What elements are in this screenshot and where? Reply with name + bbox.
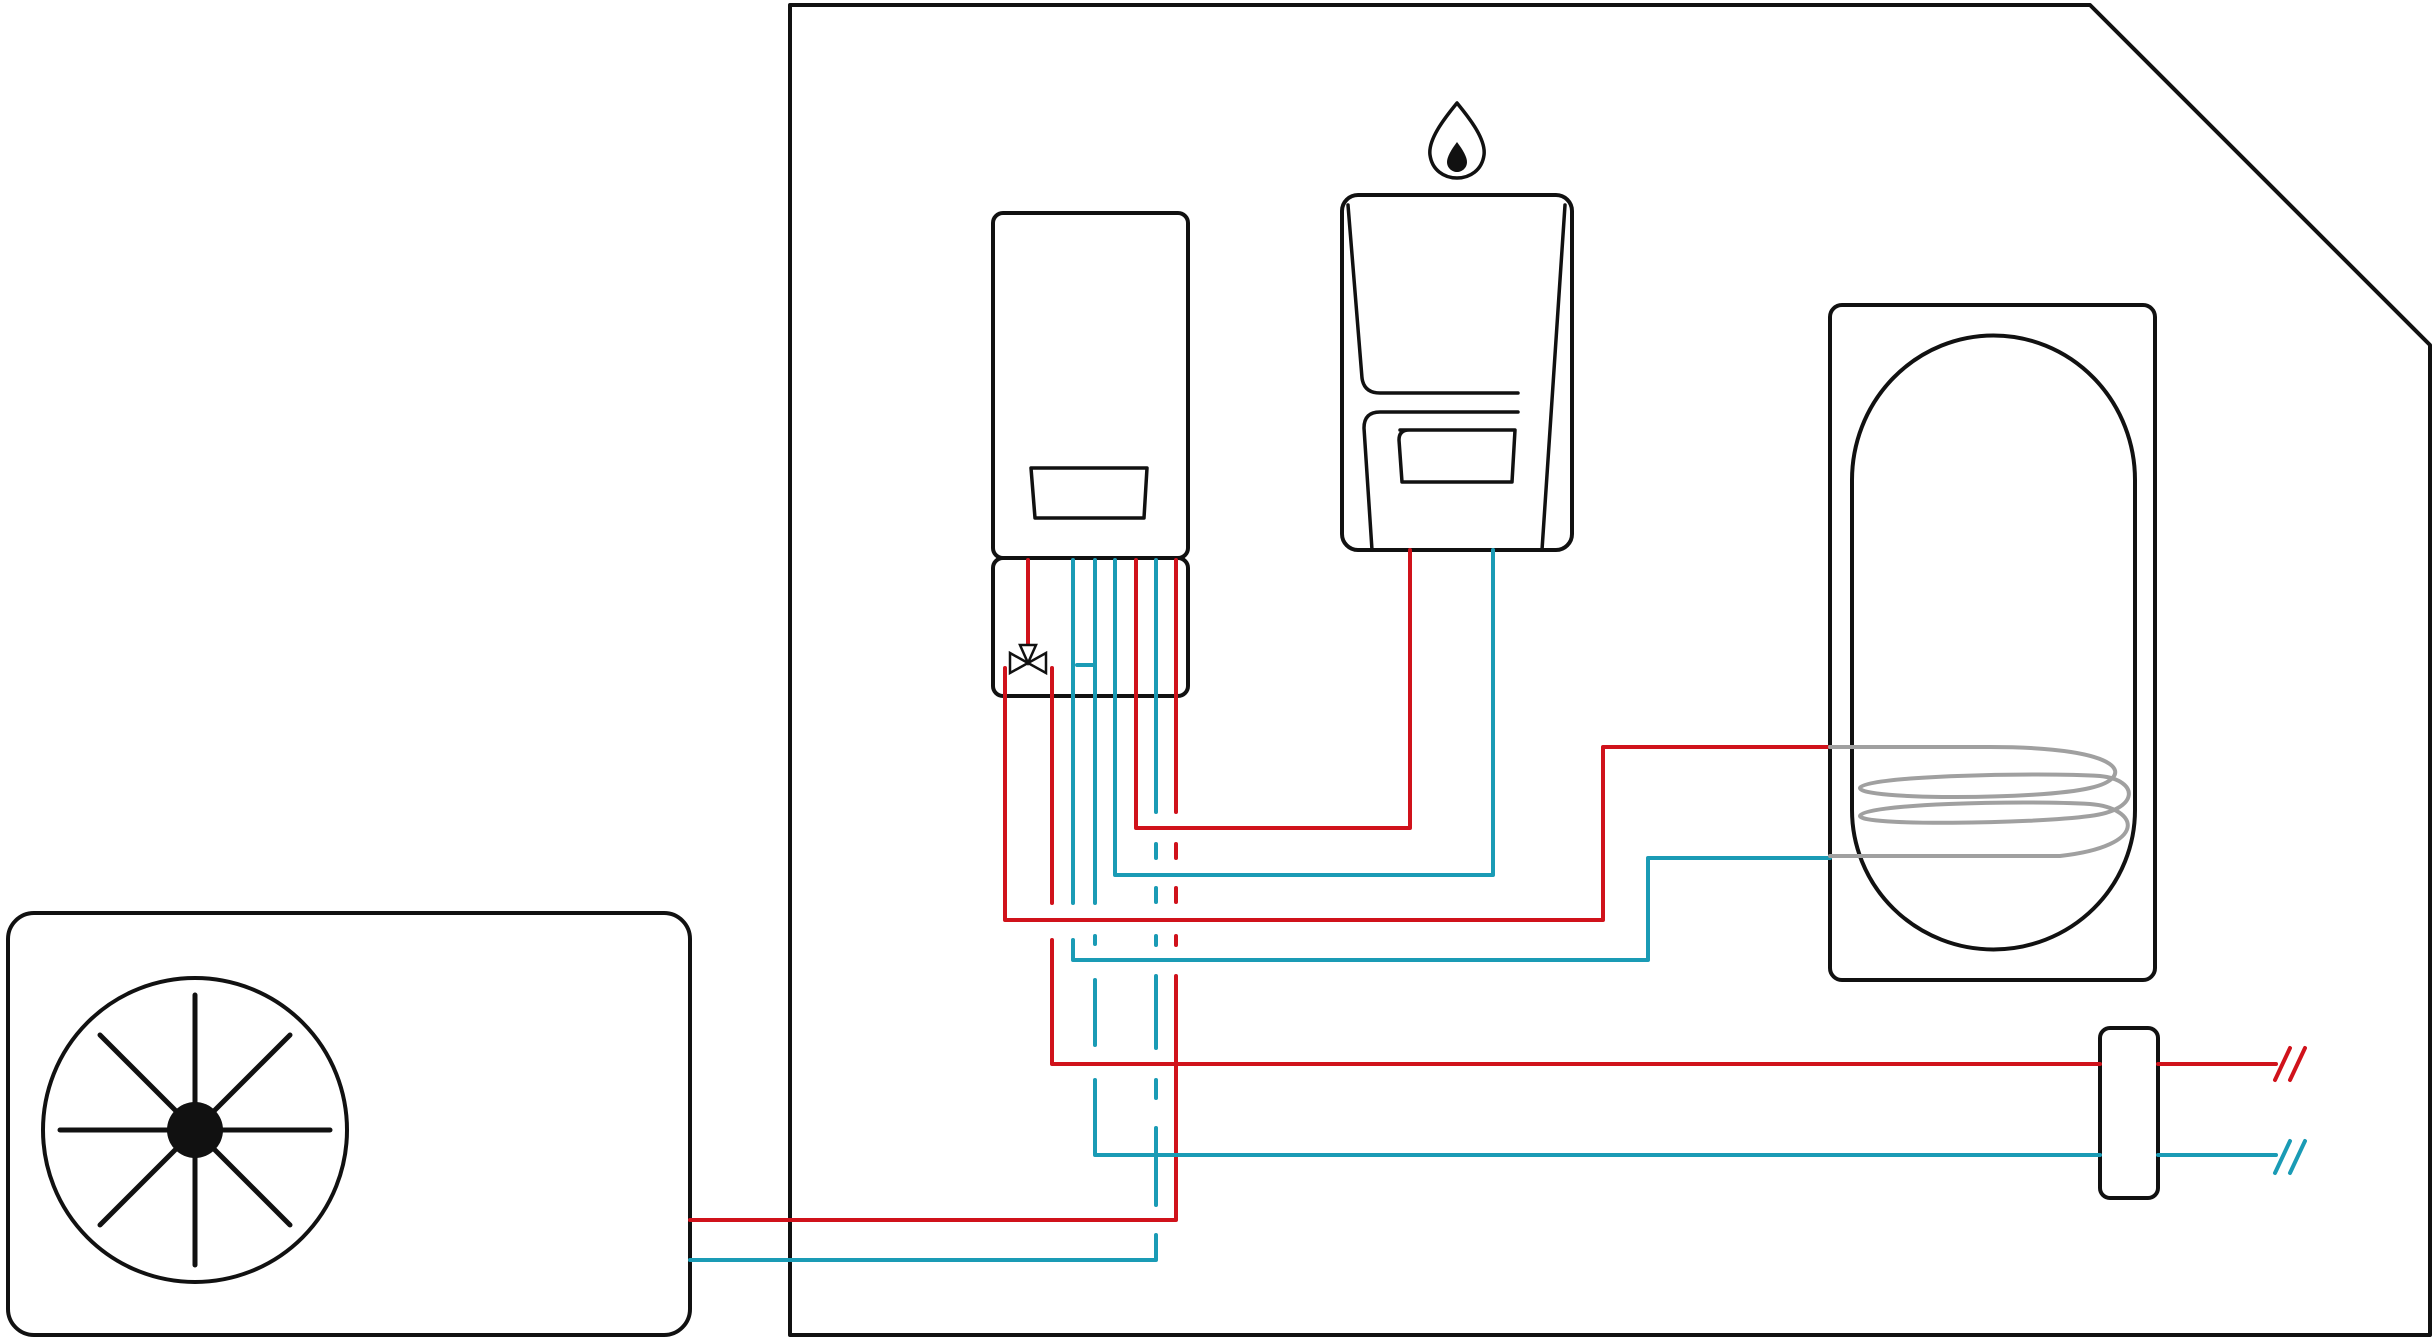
flow-pipe-14 [688,1172,1178,1222]
heating-circuit-separator [2098,1026,2160,1200]
return-pipe-10 [2288,1139,2307,1175]
return-pipe-2 [1071,856,1832,962]
return-pipe-4 [1075,663,1097,905]
hot-water-cylinder [1828,303,2157,982]
flow-pipe-8 [1134,548,1412,830]
fan-icon [41,976,349,1284]
return-pipes [688,548,2307,1262]
heating-coil-icon [1828,745,2131,858]
hydraulic-connection-box [991,556,1190,698]
flame-icon [1428,101,1486,180]
return-pipe-11 [1113,548,1495,877]
return-pipe-7 [1093,1078,2102,1157]
boiler-control-panel [1397,428,1517,484]
indoor-hydraulic-module [991,211,1190,698]
return-pipe-19 [688,1233,1158,1262]
heat-pump-outdoor-unit [6,911,692,1337]
building-outline [788,3,2432,1337]
control-panel-display [1029,466,1149,520]
flow-pipe-6 [2273,1046,2292,1082]
flow-pipe-2 [1003,666,1832,922]
flow-pipes [688,548,2307,1222]
flow-pipe-4 [1050,938,2102,1066]
three-way-valve-icon [1008,643,1048,676]
flow-pipe-7 [2288,1046,2307,1082]
return-pipe-9 [2273,1139,2292,1175]
gas-boiler [1340,101,1574,552]
